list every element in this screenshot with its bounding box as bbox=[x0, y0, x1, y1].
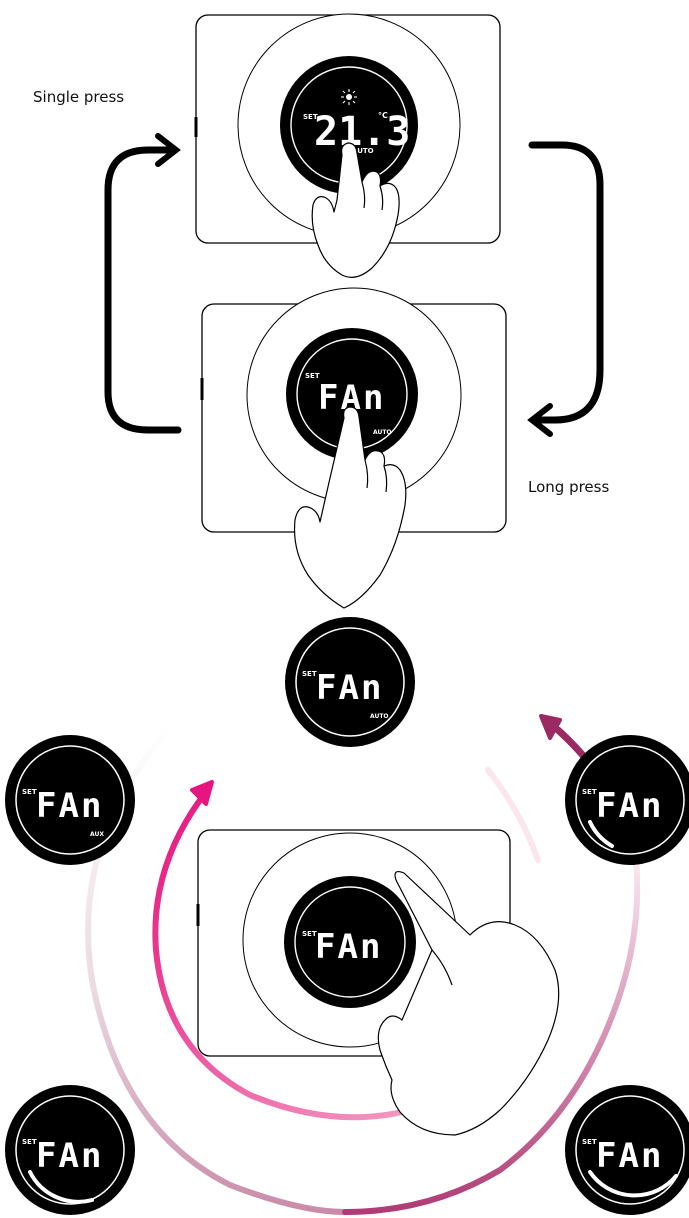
hand-icon bbox=[377, 870, 560, 1136]
sun-icon bbox=[341, 89, 357, 105]
thermostat-device-top: SET 21.3 °C AUTO bbox=[194, 13, 501, 278]
thermostat-device-middle: SET FAn AUTO bbox=[200, 287, 507, 609]
set-label: SET bbox=[582, 788, 597, 796]
hand-icon bbox=[293, 406, 407, 609]
outer-cycle-arc-right bbox=[342, 857, 641, 1215]
set-label: SET bbox=[305, 372, 320, 380]
fan-readout: FAn bbox=[36, 786, 103, 826]
mode-label: AUTO bbox=[352, 147, 374, 155]
long-press-caption: Long press bbox=[528, 478, 610, 496]
thermostat-device-bottom: SET FAn bbox=[196, 829, 560, 1136]
cycle-arrow-right bbox=[527, 141, 604, 437]
single-press-caption: Single press bbox=[33, 88, 125, 106]
mode-label: AUTO bbox=[373, 429, 392, 436]
fan-readout: FAn bbox=[596, 1136, 663, 1176]
fan-display-level-1: SET FAn bbox=[565, 735, 689, 865]
fan-readout: FAn bbox=[36, 1136, 103, 1176]
set-label: SET bbox=[582, 1138, 597, 1146]
fan-display-auto: SET FAn AUTO bbox=[285, 617, 415, 747]
arrow-cycle-icon bbox=[190, 780, 214, 806]
hand-icon bbox=[311, 142, 400, 278]
temperature-readout: 21.3 bbox=[314, 109, 410, 155]
set-label: SET bbox=[303, 113, 318, 121]
fan-display-level-3: SET FAn bbox=[565, 1085, 689, 1215]
fan-display-aux: SET FAn AUX bbox=[5, 735, 135, 865]
set-label: SET bbox=[302, 930, 317, 938]
fan-readout: FAn bbox=[316, 668, 383, 708]
fan-readout: FAn bbox=[596, 786, 663, 826]
outer-cycle-arc-upper-right bbox=[485, 767, 541, 863]
set-label: SET bbox=[22, 788, 37, 796]
set-label: SET bbox=[22, 1138, 37, 1146]
fan-display-level-2: SET FAn bbox=[5, 1085, 135, 1215]
cycle-arrow-left bbox=[104, 133, 182, 434]
mode-label: AUTO bbox=[370, 713, 389, 720]
set-label: SET bbox=[302, 670, 317, 678]
mode-label: AUX bbox=[90, 831, 104, 838]
fan-readout: FAn bbox=[315, 927, 382, 967]
unit-label: °C bbox=[378, 111, 388, 120]
